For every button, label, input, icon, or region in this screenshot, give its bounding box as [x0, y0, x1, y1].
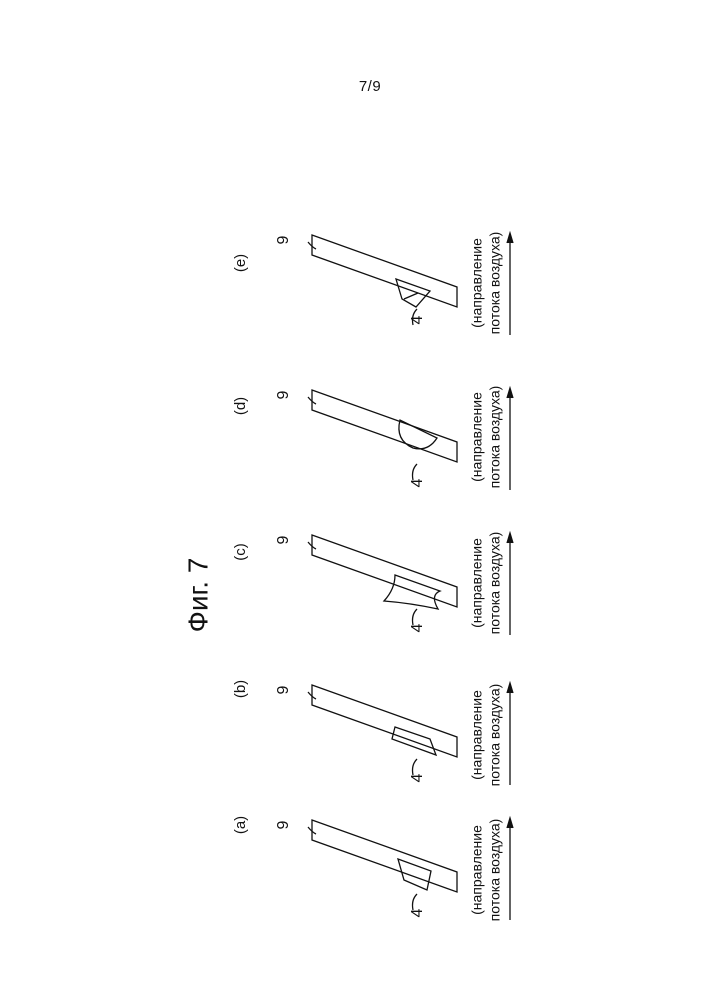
element-ref-label: 4	[409, 908, 426, 917]
flow-label-line1: (направление	[469, 825, 485, 915]
leader-line-4	[413, 464, 418, 480]
flow-label-line2: потока воздуха)	[487, 684, 503, 787]
panel-label: (b)	[232, 680, 249, 698]
element-4-wedge	[396, 279, 430, 307]
leader-line-4	[413, 759, 418, 775]
strip-9	[312, 685, 457, 757]
flow-label-line2: потока воздуха)	[487, 386, 503, 489]
panel-label: (e)	[232, 254, 249, 272]
panel-label: (c)	[232, 543, 249, 561]
element-4-trapezoid	[398, 859, 431, 890]
element-ref-label: 4	[409, 773, 426, 782]
flow-arrowhead	[507, 388, 513, 398]
strip-ref-label: 9	[275, 390, 292, 399]
strip-ref-label: 9	[275, 235, 292, 244]
flow-label-line1: (направление	[469, 538, 485, 628]
flow-arrowhead	[507, 533, 513, 543]
element-4-inner-edge	[404, 293, 418, 299]
flow-label-line1: (направление	[469, 690, 485, 780]
strip-ref-label: 9	[275, 535, 292, 544]
strip-9	[312, 390, 457, 462]
leader-line-4	[413, 894, 418, 910]
panel-label: (a)	[232, 816, 249, 834]
strip-ref-label: 9	[275, 820, 292, 829]
flow-arrowhead	[507, 233, 513, 243]
strip-9	[312, 820, 457, 892]
element-4-concave	[384, 575, 440, 609]
leader-line-4	[413, 609, 418, 625]
strip-9	[312, 235, 457, 307]
flow-label-line2: потока воздуха)	[487, 232, 503, 335]
flow-arrowhead	[507, 683, 513, 693]
flow-label-line1: (направление	[469, 392, 485, 482]
element-ref-label: 4	[409, 478, 426, 487]
element-ref-label: 4	[409, 315, 426, 324]
element-ref-label: 4	[409, 623, 426, 632]
strip-ref-label: 9	[275, 685, 292, 694]
flow-label-line2: потока воздуха)	[487, 532, 503, 635]
panel-label: (d)	[232, 397, 249, 415]
figure-title: Фиг. 7	[182, 558, 213, 633]
flow-label-line2: потока воздуха)	[487, 819, 503, 922]
element-4-dome	[399, 420, 437, 449]
flow-arrowhead	[507, 818, 513, 828]
flow-label-line1: (направление	[469, 238, 485, 328]
